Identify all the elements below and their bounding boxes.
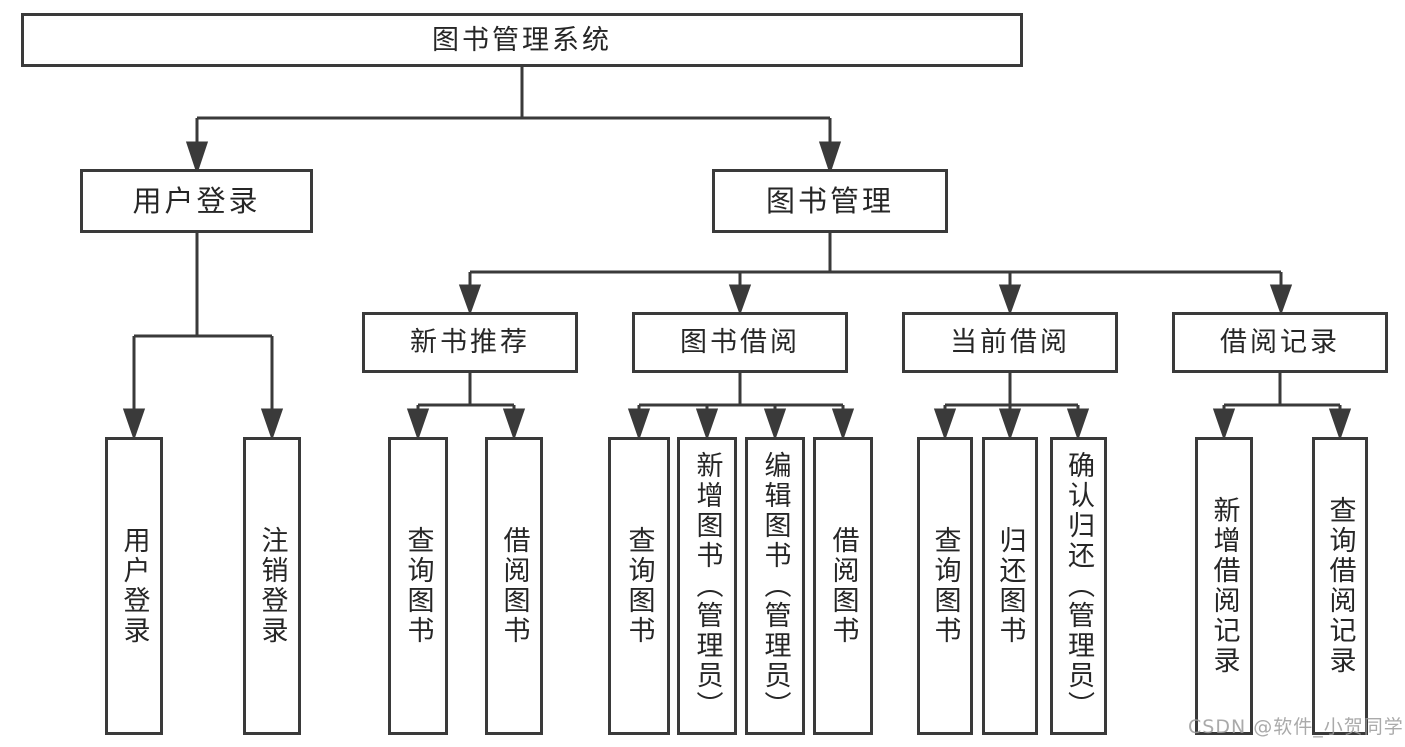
node-book-borrow-label: 图书借阅 <box>680 327 800 358</box>
leaf-query-borrow-record: 查询借阅记录 <box>1312 437 1368 735</box>
leaf-add-borrow-record: 新增借阅记录 <box>1195 437 1253 735</box>
connector-recommend-to-leaves <box>406 373 526 441</box>
connector-userlogin-to-leaves <box>122 233 284 441</box>
leaf-return-book: 归还图书 <box>982 437 1038 735</box>
leaf-logout-label: 注销登录 <box>256 526 288 646</box>
connector-borrow-to-leaves <box>627 373 855 441</box>
connector-root-to-level1 <box>185 67 842 175</box>
leaf-logout: 注销登录 <box>243 437 301 735</box>
leaf-edit-book-admin: 编辑图书（管理员） <box>745 437 805 735</box>
leaf-borrow-books-borrow: 借阅图书 <box>813 437 873 735</box>
leaf-query-books-current-label: 查询图书 <box>929 526 961 646</box>
leaf-confirm-return-admin: 确认归还（管理员） <box>1050 437 1107 735</box>
node-current-borrow-label: 当前借阅 <box>950 327 1070 358</box>
node-book-management-label: 图书管理 <box>765 183 894 218</box>
node-new-book-recommend-label: 新书推荐 <box>410 327 530 358</box>
leaf-query-books-borrow: 查询图书 <box>608 437 670 735</box>
leaf-edit-book-admin-label: 编辑图书（管理员） <box>759 451 791 721</box>
leaf-query-books-borrow-label: 查询图书 <box>623 526 655 646</box>
leaf-query-borrow-record-label: 查询借阅记录 <box>1324 496 1356 676</box>
node-root-system-label: 图书管理系统 <box>432 24 612 56</box>
leaf-borrow-books-borrow-label: 借阅图书 <box>827 526 859 646</box>
leaf-borrow-books-recommend: 借阅图书 <box>485 437 543 735</box>
leaf-query-books-current: 查询图书 <box>917 437 973 735</box>
node-borrow-records-label: 借阅记录 <box>1220 327 1340 358</box>
node-book-borrow: 图书借阅 <box>632 312 848 373</box>
leaf-user-login: 用户登录 <box>105 437 163 735</box>
node-user-login-label: 用户登录 <box>132 183 261 218</box>
node-user-login: 用户登录 <box>80 169 313 233</box>
leaf-add-book-admin: 新增图书（管理员） <box>677 437 737 735</box>
csdn-watermark: CSDN @软件_小贺同学 <box>1188 716 1404 738</box>
node-root-system: 图书管理系统 <box>21 13 1023 67</box>
leaf-add-book-admin-label: 新增图书（管理员） <box>691 451 723 721</box>
leaf-add-borrow-record-label: 新增借阅记录 <box>1208 496 1240 676</box>
leaf-query-books-recommend-label: 查询图书 <box>402 526 434 646</box>
leaf-return-book-label: 归还图书 <box>994 526 1026 646</box>
node-current-borrow: 当前借阅 <box>902 312 1118 373</box>
connector-records-to-leaves <box>1212 373 1352 441</box>
node-borrow-records: 借阅记录 <box>1172 312 1388 373</box>
node-book-management: 图书管理 <box>712 169 948 233</box>
leaf-query-books-recommend: 查询图书 <box>388 437 448 735</box>
leaf-borrow-books-recommend-label: 借阅图书 <box>498 526 530 646</box>
connector-current-to-leaves <box>933 373 1090 441</box>
connector-bookmgmt-to-level2 <box>458 233 1293 316</box>
leaf-confirm-return-admin-label: 确认归还（管理员） <box>1063 451 1094 721</box>
leaf-user-login-label: 用户登录 <box>118 526 150 646</box>
node-new-book-recommend: 新书推荐 <box>362 312 578 373</box>
